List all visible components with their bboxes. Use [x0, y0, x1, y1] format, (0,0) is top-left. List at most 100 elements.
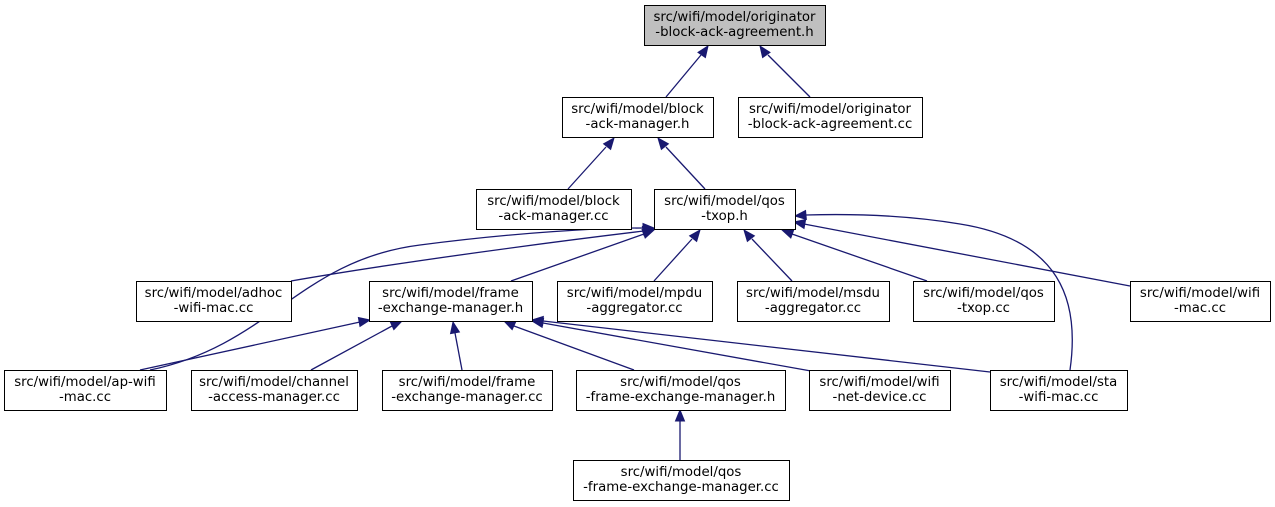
edge-cam-cc-to-fem-h	[310, 320, 404, 371]
edge-line	[454, 332, 463, 371]
node-originator-cc[interactable]: src/wifi/model/originator-block-ack-agre…	[738, 97, 923, 138]
node-label-line: -frame-exchange-manager.h	[586, 390, 776, 405]
edge-arrowhead	[530, 315, 544, 327]
node-label-line: src/wifi/model/originator	[749, 102, 912, 117]
edge-arrowhead	[759, 44, 771, 59]
node-box	[4, 370, 167, 411]
node-adhoc-cc[interactable]: src/wifi/model/adhoc-wifi-mac.cc	[136, 281, 292, 322]
edge-line	[767, 54, 811, 98]
node-bam-cc[interactable]: src/wifi/model/block-ack-manager.cc	[476, 189, 632, 230]
edge-adhoc-cc-to-qos-txop-h	[290, 225, 656, 282]
node-box	[382, 370, 553, 411]
edge-sta-cc-to-qos-txop-h	[793, 209, 1073, 371]
edge-arrowhead	[602, 136, 615, 151]
edge-msdu-cc-to-qos-txop-h	[743, 228, 793, 282]
edge-line	[803, 223, 1131, 287]
edge-netdev-cc-to-fem-h	[530, 317, 812, 372]
edge-qfem-h-to-fem-h	[502, 320, 635, 371]
edge-line	[310, 325, 393, 371]
edge-fem-cc-to-fem-h	[449, 320, 463, 371]
edge-line	[290, 230, 645, 282]
node-netdev-cc[interactable]: src/wifi/model/wifi-net-device.cc	[809, 370, 951, 411]
node-box	[557, 281, 713, 322]
node-label-line: -wifi-mac.cc	[174, 301, 254, 316]
edge-arrowhead	[743, 228, 756, 243]
node-label-line: -wifi-mac.cc	[1019, 390, 1099, 405]
node-qfem-h[interactable]: src/wifi/model/qos-frame-exchange-manage…	[576, 370, 786, 411]
node-label-line: -mac.cc	[59, 390, 111, 405]
node-box	[562, 97, 714, 138]
node-label-line: src/wifi/model/frame	[382, 286, 519, 301]
node-fem-h[interactable]: src/wifi/model/frame-exchange-manager.h	[369, 281, 533, 322]
node-label-line: -access-manager.cc	[208, 390, 340, 405]
edge-line	[791, 233, 928, 282]
node-label-line: -exchange-manager.h	[378, 301, 523, 316]
node-msdu-cc[interactable]: src/wifi/model/msdu-aggregator.cc	[737, 281, 890, 322]
node-label-line: src/wifi/model/qos	[923, 286, 1044, 301]
edge-bam-h-to-originator-h	[665, 44, 709, 98]
node-originator-h[interactable]: src/wifi/model/originator-block-ack-agre…	[644, 5, 826, 46]
edge-line	[665, 54, 702, 98]
edge-qos-txop-h-to-bam-h	[657, 136, 706, 190]
node-label-line: src/wifi/model/mpdu	[567, 286, 702, 301]
node-label-line: src/wifi/model/ap-wifi	[14, 375, 156, 390]
edge-arrowhead	[697, 44, 709, 59]
edge-arrowhead	[502, 320, 517, 331]
node-label-line: src/wifi/model/qos	[621, 465, 742, 480]
edge-arrowhead	[642, 222, 656, 234]
node-qfem-cc[interactable]: src/wifi/model/qos-frame-exchange-manage…	[573, 460, 790, 501]
edge-fem-h-to-qos-txop-h	[510, 229, 656, 282]
node-label-line: src/wifi/model/adhoc	[145, 286, 283, 301]
node-box	[990, 370, 1128, 411]
edge-wifi-mac-cc-to-qos-txop-h	[792, 218, 1131, 287]
node-box	[369, 281, 533, 322]
node-label-line: -ack-manager.h	[586, 117, 690, 132]
edge-line	[751, 238, 793, 282]
node-qos-txop-h[interactable]: src/wifi/model/qos-txop.h	[654, 189, 796, 230]
node-ap-cc[interactable]: src/wifi/model/ap-wifi-mac.cc	[4, 370, 167, 411]
node-sta-cc[interactable]: src/wifi/model/sta-wifi-mac.cc	[990, 370, 1128, 411]
node-label-line: -block-ack-agreement.h	[655, 25, 813, 40]
node-label-line: src/wifi/model/channel	[199, 375, 349, 390]
edge-line	[665, 146, 706, 190]
node-label-line: src/wifi/model/qos	[620, 375, 741, 390]
node-box	[654, 189, 796, 230]
nodes-layer: src/wifi/model/originator -block-ack-agre…	[4, 5, 1271, 501]
node-box	[576, 370, 786, 411]
node-box	[476, 189, 632, 230]
node-label-line: src/wifi/model/msdu	[746, 286, 880, 301]
edge-line	[567, 146, 607, 190]
node-box	[809, 370, 951, 411]
node-label-line: src/wifi/model/frame	[399, 375, 536, 390]
node-box	[573, 460, 790, 501]
edge-qfem-cc-to-qfem-h	[674, 408, 686, 460]
node-label-line: src/wifi/model/block	[571, 102, 704, 117]
node-label-line: -aggregator.cc	[765, 301, 861, 316]
edge-bam-cc-to-bam-h	[567, 136, 615, 190]
edge-line	[139, 321, 361, 371]
node-mpdu-cc[interactable]: src/wifi/model/mpdu-aggregator.cc	[557, 281, 713, 322]
node-box	[913, 281, 1055, 322]
node-label-line: -frame-exchange-manager.cc	[583, 480, 779, 495]
edge-line	[513, 325, 635, 371]
node-label-line: src/wifi/model/block	[487, 194, 620, 209]
node-box	[738, 97, 923, 138]
edge-ap-cc-to-fem-h	[139, 316, 372, 371]
node-wifi-mac-cc[interactable]: src/wifi/model/wifi-mac.cc	[1130, 281, 1271, 322]
edge-line	[542, 320, 991, 373]
edge-arrowhead	[688, 228, 701, 243]
node-box	[191, 370, 358, 411]
node-label-line: src/wifi/model/qos	[664, 194, 785, 209]
edge-arrowhead	[357, 316, 372, 328]
edge-arrowhead	[674, 408, 686, 422]
node-label-line: -aggregator.cc	[586, 301, 682, 316]
node-cam-cc[interactable]: src/wifi/model/channel-access-manager.cc	[191, 370, 358, 411]
node-bam-h[interactable]: src/wifi/model/block-ack-manager.h	[562, 97, 714, 138]
node-label-line: -txop.cc	[957, 301, 1010, 316]
edge-line	[542, 322, 812, 372]
node-fem-cc[interactable]: src/wifi/model/frame-exchange-manager.cc	[382, 370, 553, 411]
node-box	[136, 281, 292, 322]
edge-arrowhead	[792, 218, 807, 230]
node-qos-txop-cc[interactable]: src/wifi/model/qos-txop.cc	[913, 281, 1055, 322]
